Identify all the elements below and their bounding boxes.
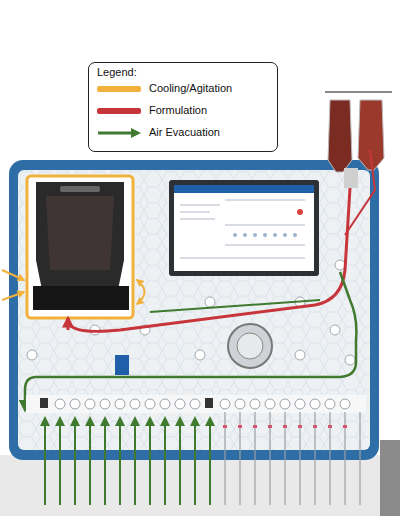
cooling-arrow (2, 292, 24, 300)
screen-schematic (180, 200, 305, 258)
housing (9, 160, 379, 460)
cooling-arrow (2, 270, 24, 280)
manifold-knobs (55, 399, 350, 409)
legend-swatch (97, 86, 141, 92)
legend-swatch (97, 108, 141, 114)
hex-pattern (18, 170, 370, 450)
bag-window (46, 196, 114, 270)
pump-head (228, 324, 272, 368)
table-edge (380, 440, 400, 516)
legend-heading: Legend: (97, 66, 137, 78)
formulation-line (345, 150, 375, 235)
source-bag (328, 100, 352, 172)
bag-clamp (344, 168, 358, 188)
legend-text: Formulation (149, 104, 207, 116)
agitation-arrow (137, 280, 145, 304)
front-panel (18, 170, 370, 450)
output-tubes (225, 412, 360, 505)
legend-text: Air Evacuation (149, 126, 220, 138)
tube-marks (223, 425, 347, 428)
pump-rotor (237, 333, 263, 359)
bag-clip (60, 186, 100, 192)
formulation-line (68, 188, 350, 331)
screen-header (174, 185, 314, 193)
air-evacuation-line (25, 272, 356, 410)
screen (174, 185, 314, 271)
screen-bezel (169, 180, 319, 276)
hanger-bar (325, 91, 392, 93)
legend-arrow-shaft (98, 132, 133, 135)
legend-text: Cooling/Agitation (149, 82, 232, 94)
legend-box: Legend: Cooling/AgitationFormulationAir E… (88, 62, 278, 152)
legend-arrow-head (131, 128, 141, 138)
evacuation-arrows (45, 418, 210, 505)
agitator-bag (36, 182, 124, 290)
air-evacuation-line (150, 300, 320, 312)
manifold-clip (40, 398, 48, 408)
formulation-arrow (67, 318, 70, 330)
valves (27, 260, 355, 365)
agitator-tray (33, 286, 129, 310)
sensor-block (115, 355, 129, 375)
legend-entry: Cooling/Agitation (97, 81, 273, 97)
legend-arrow (97, 125, 143, 141)
manifold-rail (26, 395, 366, 413)
screen-icons (233, 209, 303, 237)
legend-entry: Formulation (97, 103, 273, 119)
manifold-clip (205, 398, 213, 408)
legend-entry: Air Evacuation (97, 125, 273, 141)
agitator-outline (27, 176, 133, 318)
